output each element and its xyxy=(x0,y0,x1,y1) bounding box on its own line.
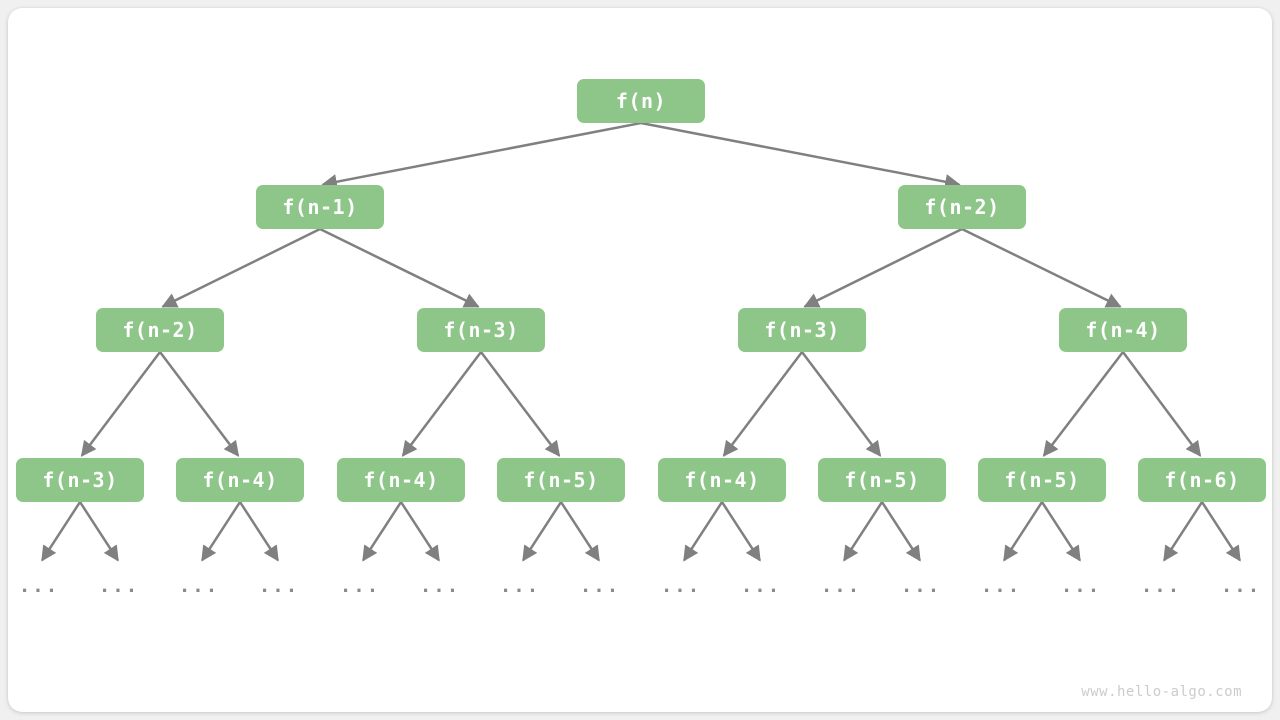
ellipsis-marker-7: ... xyxy=(579,575,621,597)
tree-node-n11: f(n-4) xyxy=(658,458,786,502)
ellipsis-marker-13: ... xyxy=(1060,575,1102,597)
tree-node-n14: f(n-6) xyxy=(1138,458,1266,502)
tree-node-n6: f(n-4) xyxy=(1059,308,1187,352)
tree-node-n9: f(n-4) xyxy=(337,458,465,502)
ellipsis-marker-5: ... xyxy=(419,575,461,597)
ellipsis-marker-2: ... xyxy=(178,575,220,597)
ellipsis-marker-0: ... xyxy=(18,575,60,597)
ellipsis-marker-8: ... xyxy=(660,575,702,597)
tree-node-n10: f(n-5) xyxy=(497,458,625,502)
tree-node-n1: f(n-1) xyxy=(256,185,384,229)
tree-node-n12: f(n-5) xyxy=(818,458,946,502)
ellipsis-marker-4: ... xyxy=(339,575,381,597)
ellipsis-marker-1: ... xyxy=(98,575,140,597)
ellipsis-marker-15: ... xyxy=(1220,575,1262,597)
tree-node-n2: f(n-2) xyxy=(898,185,1026,229)
tree-node-n13: f(n-5) xyxy=(978,458,1106,502)
ellipsis-marker-12: ... xyxy=(980,575,1022,597)
ellipsis-marker-14: ... xyxy=(1140,575,1182,597)
tree-node-n4: f(n-3) xyxy=(417,308,545,352)
ellipsis-marker-3: ... xyxy=(258,575,300,597)
ellipsis-marker-11: ... xyxy=(900,575,942,597)
tree-node-n7: f(n-3) xyxy=(16,458,144,502)
tree-node-n5: f(n-3) xyxy=(738,308,866,352)
watermark: www.hello-algo.com xyxy=(1081,684,1242,700)
ellipsis-marker-9: ... xyxy=(740,575,782,597)
tree-node-n0: f(n) xyxy=(577,79,705,123)
ellipsis-marker-10: ... xyxy=(820,575,862,597)
tree-node-n3: f(n-2) xyxy=(96,308,224,352)
tree-node-n8: f(n-4) xyxy=(176,458,304,502)
ellipsis-marker-6: ... xyxy=(499,575,541,597)
